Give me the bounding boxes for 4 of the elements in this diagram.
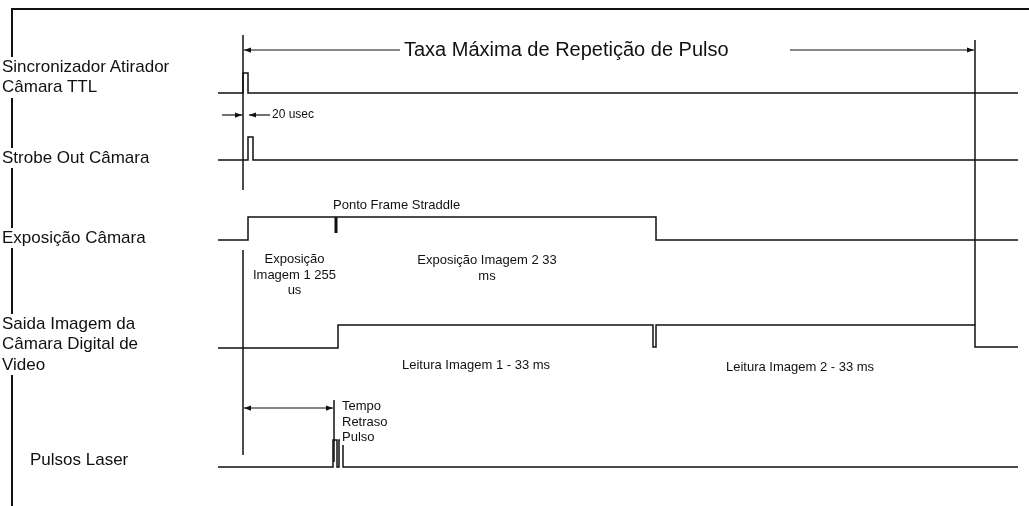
signal-label: Strobe Out Câmara bbox=[0, 148, 152, 169]
annotation-text: Leitura Imagem 2 - 33 ms bbox=[724, 359, 877, 375]
signal-label: Exposição Câmara bbox=[0, 228, 148, 249]
annotation-text: Leitura Imagem 1 - 33 ms bbox=[400, 357, 553, 373]
